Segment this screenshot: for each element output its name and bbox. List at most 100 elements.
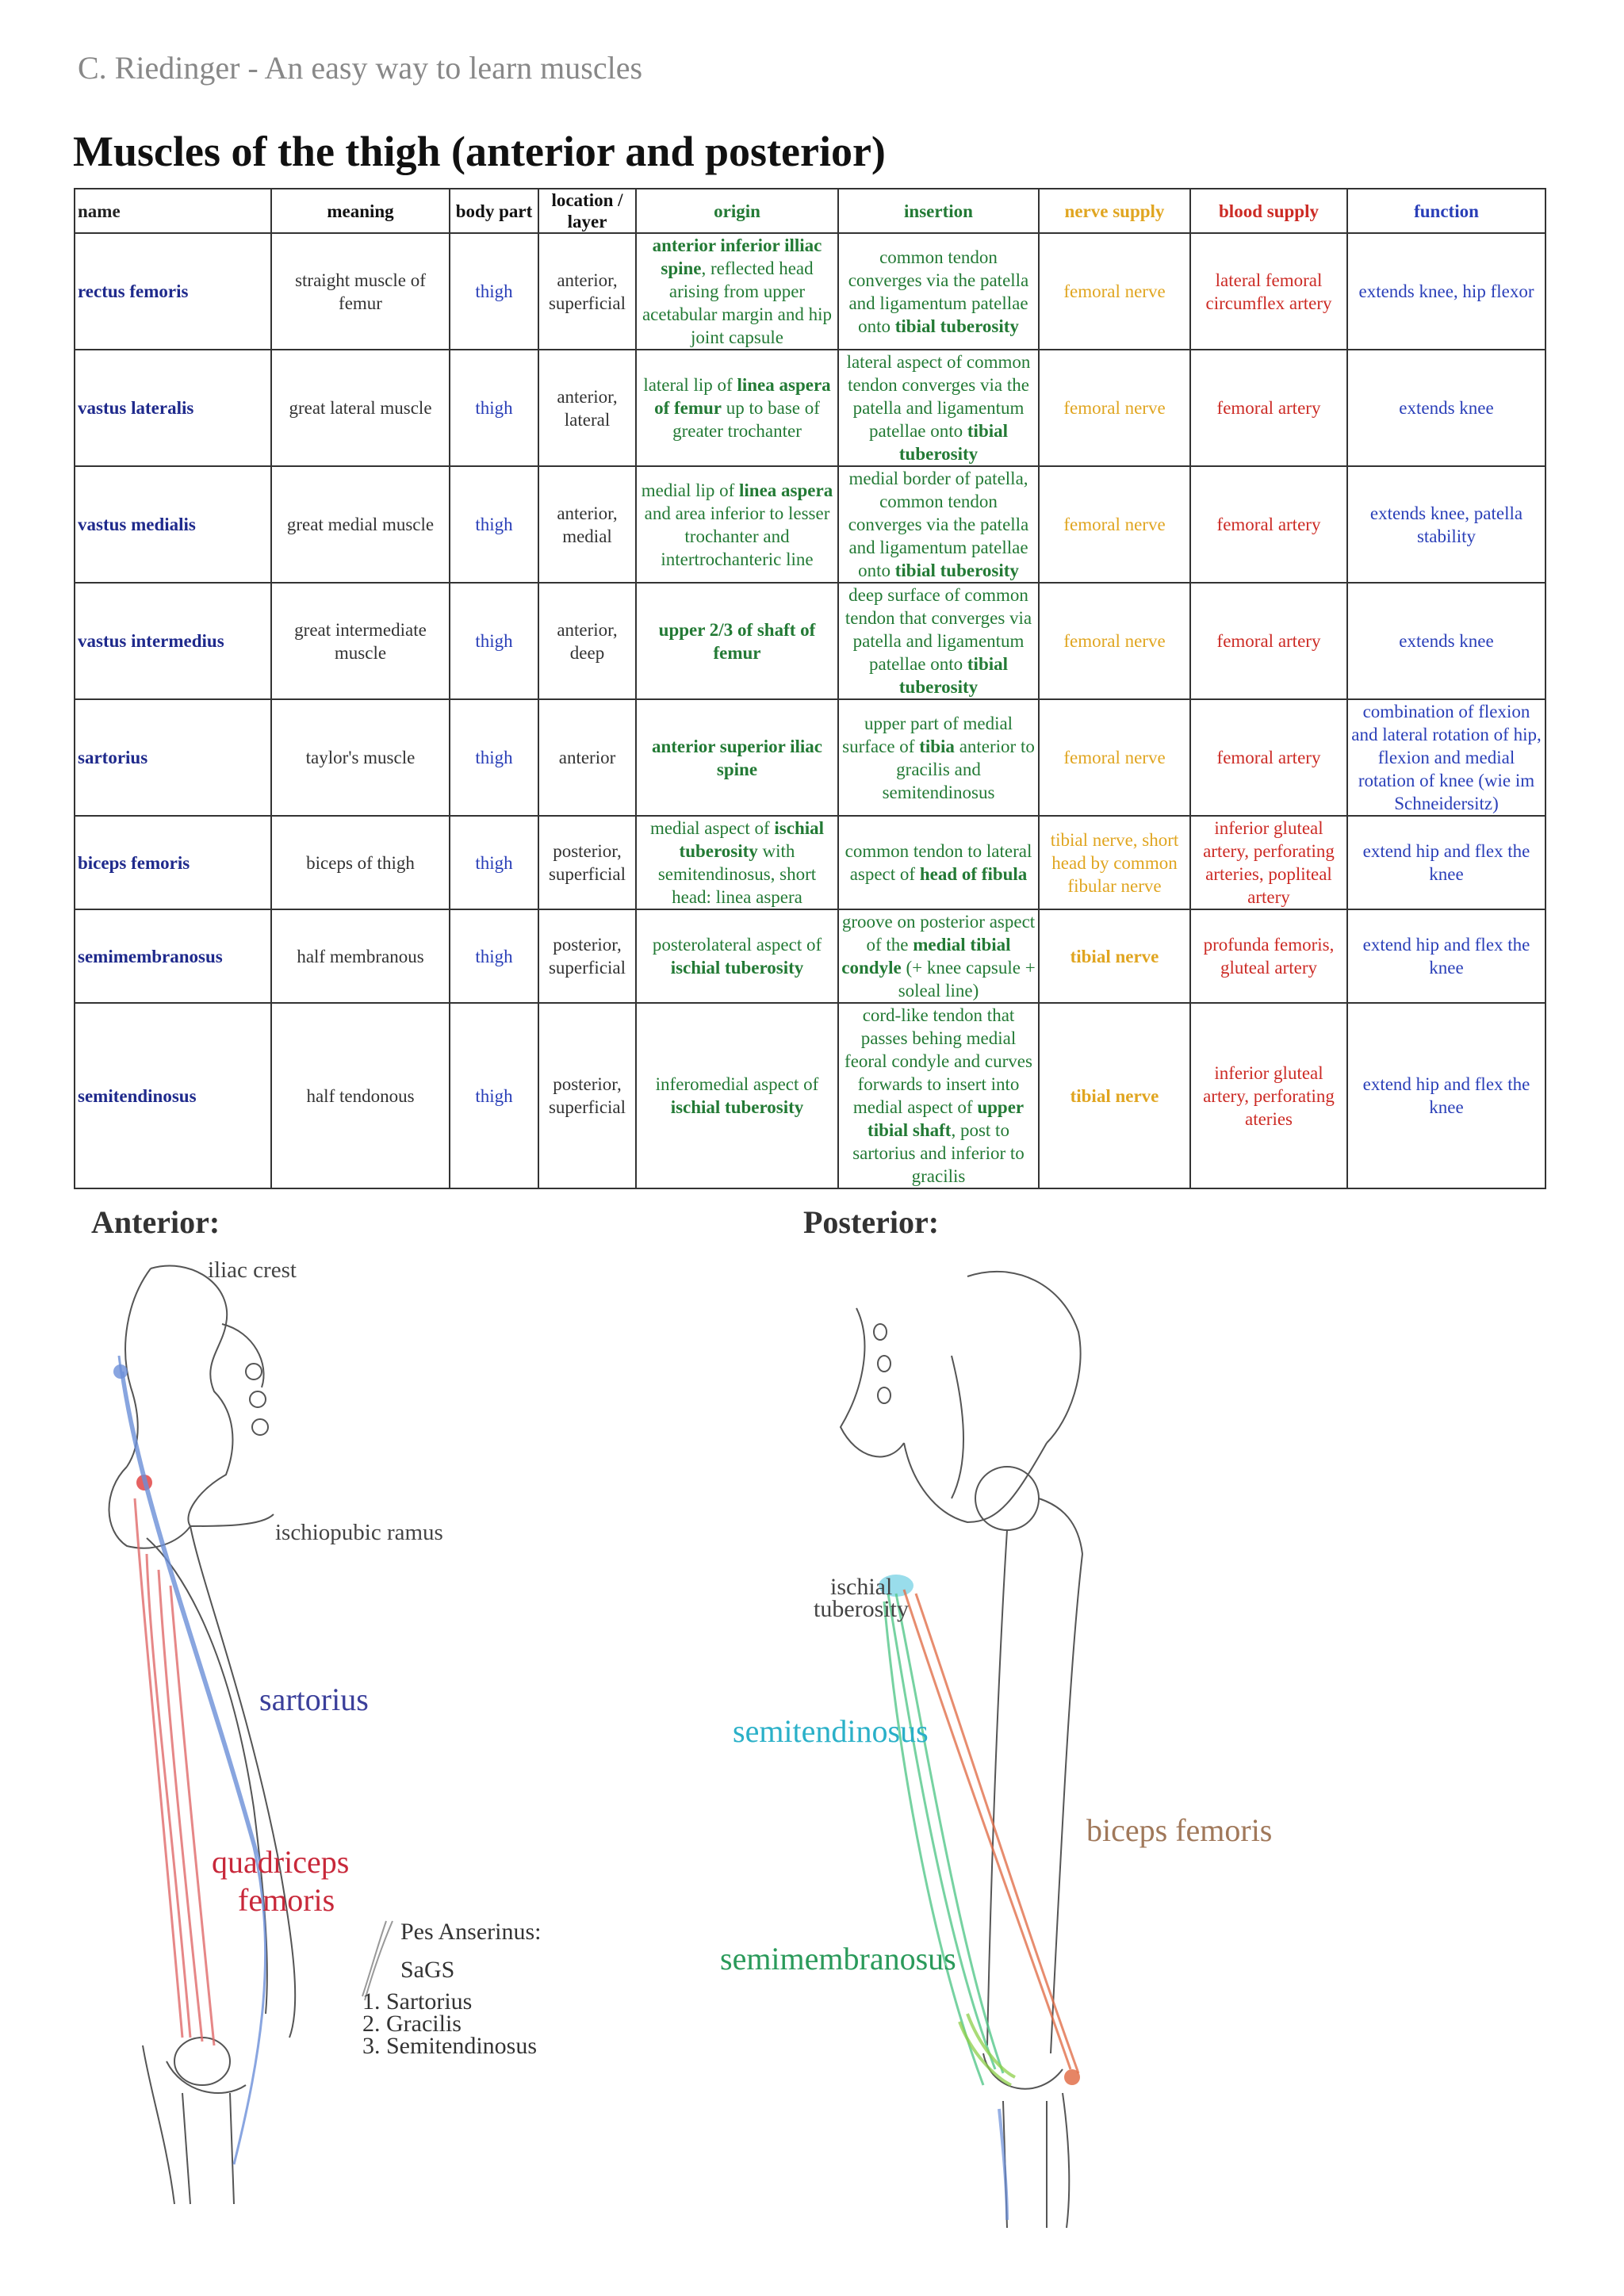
pes-anserinus-list: 1. Sartorius 2. Gracilis 3. Semitendinos… — [362, 1988, 537, 2058]
text-run: linea aspera of femur — [654, 375, 831, 418]
text-run: ischial tuberosity — [670, 958, 804, 978]
text-run: groove on posterior aspect of the — [841, 912, 1036, 955]
nerve-supply-cell: femoral nerve — [1038, 465, 1191, 584]
label-ischiopubic-ramus: ischiopubic ramus — [275, 1520, 443, 1545]
col-header-body-part: body part — [449, 188, 539, 234]
page-title: Muscles of the thigh (anterior and poste… — [73, 128, 886, 175]
label-semitendinosus: semitendinosus — [733, 1713, 929, 1749]
label-semimembranosus: semimembranosus — [720, 1941, 956, 1976]
body-part-cell: thigh — [449, 582, 539, 700]
text-run: anterior inferior illiac spine — [652, 235, 822, 278]
col-header-blood-supply: blood supply — [1189, 188, 1348, 234]
location-cell: anterior — [538, 698, 637, 817]
label-quadriceps: quadriceps — [212, 1844, 350, 1880]
label-femoris: femoris — [238, 1882, 335, 1918]
text-run: ischial tuberosity — [679, 818, 825, 861]
label-pes-anserinus: Pes Anserinus: — [400, 1919, 542, 1945]
meaning-cell: taylor's muscle — [270, 698, 450, 817]
function-cell: extend hip and flex the knee — [1346, 1002, 1546, 1189]
col-header-location: location / layer — [538, 188, 637, 234]
insertion-cell: groove on posterior aspect of the medial… — [837, 909, 1040, 1004]
insertion-cell: deep surface of common tendon that conve… — [837, 582, 1040, 700]
origin-cell: anterior inferior illiac spine, reflecte… — [635, 232, 839, 350]
muscle-name-cell: sartorius — [74, 698, 272, 817]
origin-cell: anterior superior iliac spine — [635, 698, 839, 817]
text-run: ischial tuberosity — [670, 1097, 804, 1117]
blood-supply-cell: inferior gluteal artery, perforating ate… — [1189, 1002, 1348, 1189]
body-part-cell: thigh — [449, 698, 539, 817]
function-cell: extends knee — [1346, 582, 1546, 700]
meaning-cell: biceps of thigh — [270, 815, 450, 910]
text-run: tibial tuberosity — [894, 316, 1019, 336]
muscle-name-cell: vastus intermedius — [74, 582, 272, 700]
blood-supply-cell: femoral artery — [1189, 465, 1348, 584]
muscle-name-cell: rectus femoris — [74, 232, 272, 350]
page-header: C. Riedinger - An easy way to learn musc… — [78, 50, 643, 86]
muscle-name-cell: biceps femoris — [74, 815, 272, 910]
insertion-cell: common tendon to lateral aspect of head … — [837, 815, 1040, 910]
function-cell: extends knee, patella stability — [1346, 465, 1546, 584]
origin-cell: posterolateral aspect of ischial tuberos… — [635, 909, 839, 1004]
text-run: anterior superior iliac spine — [651, 736, 823, 779]
blood-supply-cell: femoral artery — [1189, 698, 1348, 817]
anterior-drawing — [108, 1265, 297, 2205]
text-run: tibia — [919, 736, 955, 756]
function-cell: extends knee — [1346, 349, 1546, 467]
col-header-insertion: insertion — [837, 188, 1040, 234]
label-iliac-crest: iliac crest — [208, 1257, 297, 1283]
nerve-supply-cell: tibial nerve — [1038, 1002, 1191, 1189]
function-cell: extend hip and flex the knee — [1346, 815, 1546, 910]
muscle-name-cell: semimembranosus — [74, 909, 272, 1004]
label-biceps-femoris: biceps femoris — [1086, 1812, 1273, 1848]
anterior-title: Anterior: — [91, 1204, 220, 1240]
text-run: inferomedial aspect of — [655, 1074, 819, 1094]
text-run: posterolateral aspect of — [652, 935, 822, 955]
body-part-cell: thigh — [449, 232, 539, 350]
location-cell: anterior, lateral — [538, 349, 637, 467]
text-run: tibial tuberosity — [898, 654, 1009, 697]
meaning-cell: half membranous — [270, 909, 450, 1004]
nerve-supply-cell: tibial nerve, short head by common fibul… — [1038, 815, 1191, 910]
body-part-cell: thigh — [449, 815, 539, 910]
function-cell: extend hip and flex the knee — [1346, 909, 1546, 1004]
nerve-supply-cell: tibial nerve — [1038, 909, 1191, 1004]
list-item: 2. Gracilis — [362, 2011, 462, 2037]
nerve-supply-cell: femoral nerve — [1038, 698, 1191, 817]
origin-cell: upper 2/3 of shaft of femur — [635, 582, 839, 700]
text-run: medial tibial condyle — [841, 935, 1011, 978]
meaning-cell: great medial muscle — [270, 465, 450, 584]
insertion-cell: medial border of patella, common tendon … — [837, 465, 1040, 584]
blood-supply-cell: femoral artery — [1189, 349, 1348, 467]
col-header-function: function — [1346, 188, 1546, 234]
text-run: upper tibial shaft — [868, 1097, 1025, 1140]
list-item: 1. Sartorius — [362, 1988, 473, 2015]
meaning-cell: straight muscle of femur — [270, 232, 450, 350]
text-run: , post to sartorius and inferior to grac… — [852, 1120, 1025, 1186]
pes-anserinus-mark — [362, 1920, 393, 2001]
text-run: lateral aspect of common tendon converge… — [846, 352, 1031, 441]
function-cell: combination of flexion and lateral rotat… — [1346, 698, 1546, 817]
nerve-supply-cell: femoral nerve — [1038, 582, 1191, 700]
text-run: upper part of medial surface of — [842, 713, 1013, 756]
location-cell: anterior, superficial — [538, 232, 637, 350]
body-part-cell: thigh — [449, 349, 539, 467]
insertion-cell: lateral aspect of common tendon converge… — [837, 349, 1040, 467]
posterior-title: Posterior: — [803, 1204, 940, 1240]
blood-supply-cell: femoral artery — [1189, 582, 1348, 700]
text-run: lateral lip of — [643, 375, 737, 395]
text-run: upper 2/3 of shaft of femur — [658, 619, 816, 663]
origin-cell: lateral lip of linea aspera of femur up … — [635, 349, 839, 467]
col-header-origin: origin — [635, 188, 839, 234]
label-sags: SaGS — [400, 1957, 455, 1983]
blood-supply-cell: lateral femoral circumflex artery — [1189, 232, 1348, 350]
label-sartorius: sartorius — [259, 1682, 369, 1717]
text-run: medial lip of — [641, 480, 740, 500]
origin-cell: medial lip of linea aspera and area infe… — [635, 465, 839, 584]
text-run: head of fibula — [919, 864, 1028, 884]
